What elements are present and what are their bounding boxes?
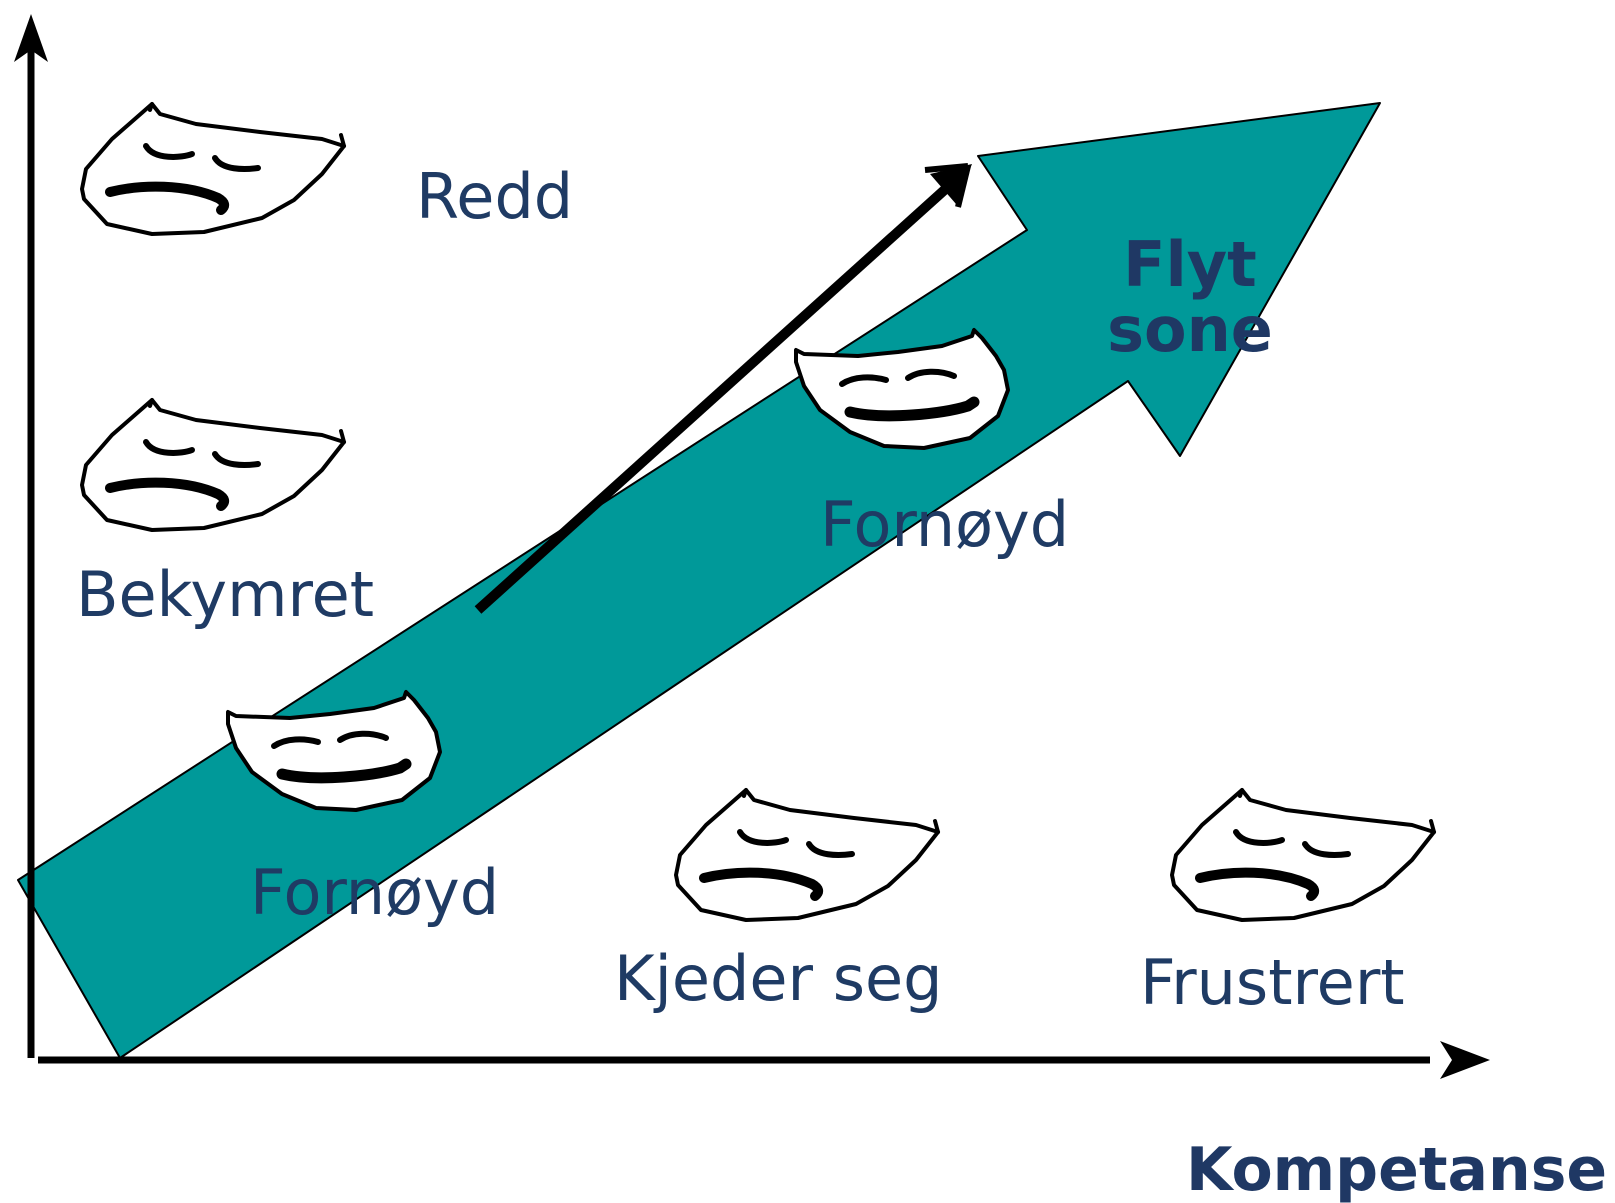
y-axis	[14, 14, 48, 1058]
sad-face-icon	[82, 104, 344, 234]
sad-face-icon	[1172, 790, 1434, 920]
sad-face-icon	[82, 400, 344, 530]
label-fornoyd-upper: Fornøyd	[820, 488, 1070, 561]
label-frustrert: Frustrert	[1140, 946, 1405, 1019]
flow-zone-label: Flyt sone	[1100, 232, 1280, 362]
x-axis	[38, 1041, 1490, 1079]
label-fornoyd-lower: Fornøyd	[250, 856, 500, 929]
label-bekymret: Bekymret	[76, 558, 375, 631]
flow-zone-arrow	[17, 102, 1381, 1059]
x-axis-label: Kompetanse	[1186, 1135, 1608, 1203]
flow-zone-line2: sone	[1107, 293, 1273, 367]
label-kjeder-seg: Kjeder seg	[614, 942, 943, 1015]
label-redd: Redd	[416, 160, 574, 233]
sad-face-icon	[676, 790, 938, 920]
growth-arrow	[474, 163, 972, 614]
flow-zone-line1: Flyt	[1123, 228, 1257, 301]
